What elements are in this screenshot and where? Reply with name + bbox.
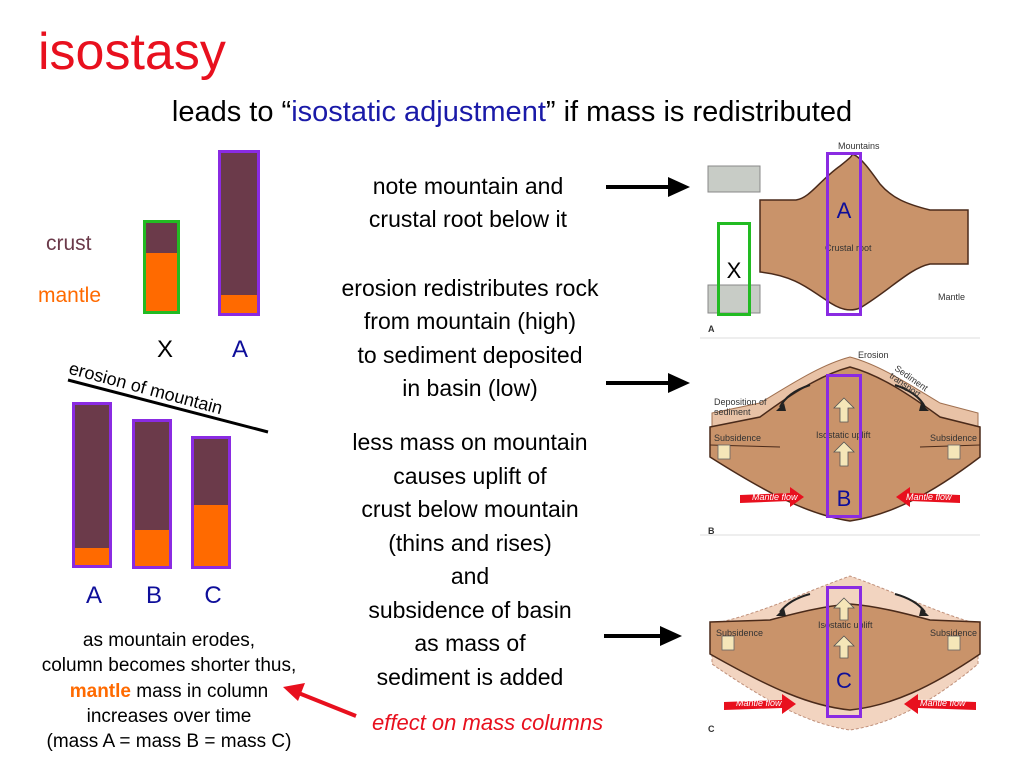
panel-a-tag: A <box>708 324 715 334</box>
label-x: X <box>156 336 173 363</box>
note-uplift: less mass on mountain causes uplift of c… <box>300 426 640 695</box>
note-mountain: note mountain and crustal root below it <box>318 170 618 235</box>
legend-crust: crust <box>46 232 92 255</box>
panel-c-mantle-flow-right: Mantle flow <box>920 698 966 708</box>
panel-c-mantle-flow-left: Mantle flow <box>736 698 782 708</box>
note3-line7: as mass of <box>414 630 526 657</box>
panel-c-tag: C <box>708 724 715 734</box>
panel-b-letter: B <box>836 486 852 511</box>
panel-c-subsidence-right: Subsidence <box>930 628 978 638</box>
panel-c-uplift-label: Isostatic uplift <box>818 620 873 630</box>
panel-b-box <box>826 374 862 518</box>
legend-mantle: mantle <box>38 284 102 307</box>
caption-line1: as mountain erodes, <box>82 630 256 651</box>
caption-line3: mantle mass in column <box>0 679 338 704</box>
column-x <box>143 220 180 314</box>
note3-line4: (thins and rises) <box>388 529 552 556</box>
panel-b-mantle-flow-left: Mantle flow <box>752 492 798 502</box>
arrow-to-panel-a <box>606 177 690 197</box>
label-c: C <box>204 582 222 609</box>
panel-b-uplift-label: Isostatic uplift <box>816 430 871 440</box>
arrow-to-panel-c <box>604 626 682 646</box>
note1-line2: crustal root below it <box>368 205 568 232</box>
note1-line1: note mountain and <box>372 173 564 199</box>
label-a-top: A <box>231 336 248 363</box>
caption-line3-rest: mass in column <box>130 680 269 702</box>
caption-line5: (mass A = mass B = mass C) <box>46 731 292 753</box>
column-c-mantle <box>194 505 228 566</box>
panel-a-crustal-root-label: Crustal root <box>825 243 872 253</box>
panel-c-subsidence-left: Subsidence <box>716 628 764 638</box>
panel-b-mantle-flow-right: Mantle flow <box>906 492 952 502</box>
column-c <box>191 436 231 569</box>
subtitle-highlight: isostatic adjustment <box>291 96 546 128</box>
note3-line8: sediment is added <box>376 664 564 691</box>
panel-a-mantle-label: Mantle <box>938 292 966 302</box>
label-a: A <box>85 582 102 609</box>
effect-label: effect on mass columns <box>372 710 604 735</box>
caption-mantle-word: mantle <box>69 680 131 702</box>
panel-a-x-box <box>717 222 751 316</box>
note2-line4: in basin (low) <box>402 375 538 402</box>
note-erosion: erosion redistributes rock from mountain… <box>300 272 640 405</box>
panel-b-erosion-label: Erosion <box>858 350 889 360</box>
caption: as mountain erodes, column becomes short… <box>0 628 338 754</box>
panel-a-x-letter: X <box>726 258 742 283</box>
note3-line1: less mass on mountain <box>352 429 588 455</box>
slide-subtitle: leads to “isostatic adjustment” if mass … <box>0 96 1024 129</box>
note3-line6: subsidence of basin <box>368 596 572 623</box>
note2-line3: to sediment deposited <box>357 341 583 368</box>
column-x-mantle <box>146 253 177 311</box>
note3-line3: crust below mountain <box>361 496 579 523</box>
subtitle-post: ” if mass is redistributed <box>545 96 853 128</box>
panel-b-uplift-arrows <box>833 397 855 467</box>
column-b-mantle <box>135 530 169 566</box>
caption-line2: column becomes shorter thus, <box>41 655 297 677</box>
panel-c-box <box>826 586 862 718</box>
panel-b-tag: B <box>708 526 715 536</box>
column-a <box>72 402 112 568</box>
slide-title: isostasy <box>38 23 226 81</box>
note2-line1: erosion redistributes rock <box>341 275 599 301</box>
caption-line4: increases over time <box>86 705 252 727</box>
note3-line5: and <box>450 563 490 590</box>
panel-b-subsidence-left: Subsidence <box>714 433 762 443</box>
panel-c-uplift-arrows <box>833 597 855 659</box>
column-a-top <box>218 150 260 316</box>
column-a-mantle <box>75 548 109 565</box>
column-b <box>132 419 172 569</box>
panel-a-a-box <box>826 152 862 316</box>
panel-b-subsidence-right: Subsidence <box>930 433 978 443</box>
panel-a-a-letter: A <box>836 198 852 223</box>
label-b: B <box>145 582 162 609</box>
panel-a-mountains-label: Mountains <box>838 141 880 151</box>
note3-line2: causes uplift of <box>393 462 547 489</box>
subtitle-pre: leads to “ <box>171 96 292 128</box>
arrow-to-panel-b <box>606 373 690 393</box>
panel-c-letter: C <box>836 668 852 693</box>
panel-b-deposition-label: Deposition of sediment <box>714 397 767 417</box>
column-a-top-mantle <box>221 295 257 313</box>
note2-line2: from mountain (high) <box>363 308 577 335</box>
